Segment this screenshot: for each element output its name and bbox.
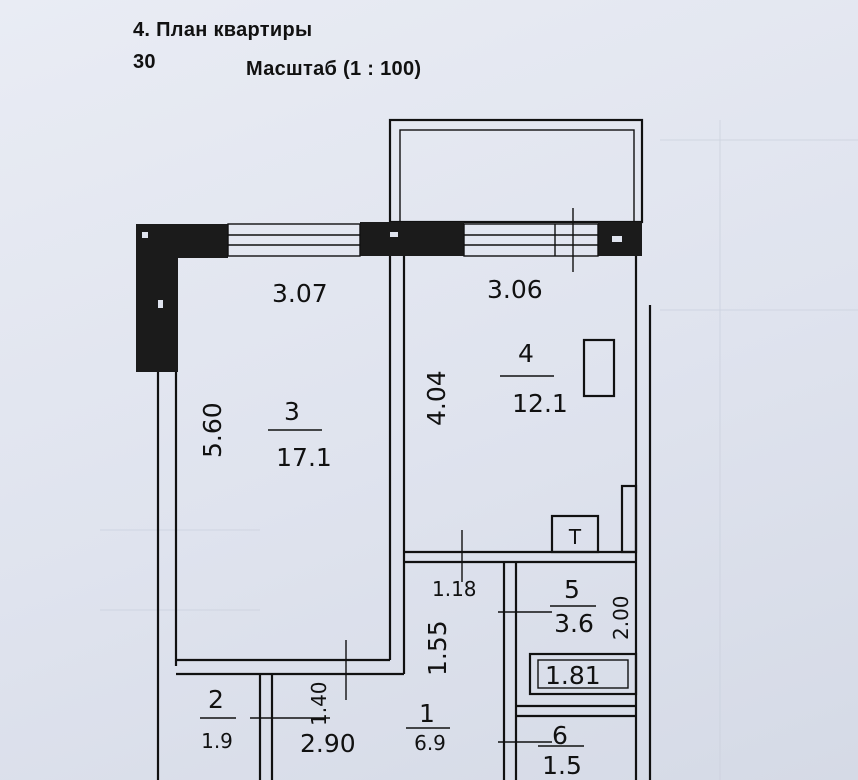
- room-number: 5: [564, 575, 580, 604]
- room-number: 1: [419, 699, 435, 728]
- room-area: 1.5: [542, 751, 582, 780]
- dim-bath-width: 1.81: [545, 661, 601, 690]
- floor-number: 30: [133, 51, 156, 73]
- room-label-1: 1 6.9: [406, 699, 450, 755]
- dim-room2-width: 1.40: [307, 681, 331, 726]
- dim-room3-length: 5.60: [198, 402, 227, 458]
- bath-inner: [537, 659, 629, 689]
- room-area: 17.1: [276, 443, 332, 472]
- fixtures: T: [528, 338, 638, 696]
- room-area: 3.6: [554, 609, 594, 638]
- room-label-5: 5 3.6: [550, 575, 596, 638]
- room-area: 1.9: [201, 729, 233, 753]
- room-area: 6.9: [414, 731, 446, 755]
- plan-scale: Масштаб (1 : 100): [246, 58, 422, 80]
- balcony: [388, 118, 644, 224]
- bath-outline: [528, 652, 638, 696]
- plan-title: 4. План квартиры: [133, 19, 313, 41]
- dim-room4-length: 4.04: [422, 370, 451, 426]
- windows: [227, 208, 599, 272]
- dim-room3-width: 3.07: [272, 279, 328, 308]
- dim-corridor-length: 1.55: [423, 620, 452, 676]
- background-lines: [100, 120, 858, 780]
- room-area: 12.1: [512, 389, 568, 418]
- room-number: 6: [552, 721, 568, 750]
- room-label-2: 2 1.9: [200, 685, 236, 753]
- outer-wall-blocks: [136, 222, 642, 372]
- dim-room4-width: 3.06: [487, 275, 543, 304]
- room-number: 2: [208, 685, 224, 714]
- room-number: 3: [284, 397, 300, 426]
- room-label-4: 4 12.1: [500, 339, 568, 418]
- dim-room5-length: 2.00: [609, 595, 633, 640]
- dim-corridor-width: 1.18: [432, 577, 477, 601]
- stove-outline: [620, 484, 638, 554]
- dim-room1-width: 2.90: [300, 729, 356, 758]
- room-number: 4: [518, 339, 534, 368]
- walls: [156, 256, 652, 780]
- room-label-6: 6 1.5: [538, 721, 584, 780]
- sink-symbol: T: [568, 525, 582, 549]
- room-label-3: 3 17.1: [268, 397, 332, 472]
- dimension-ticks: [250, 530, 552, 743]
- fridge-outline: [582, 338, 616, 398]
- sink-outline: [550, 514, 600, 554]
